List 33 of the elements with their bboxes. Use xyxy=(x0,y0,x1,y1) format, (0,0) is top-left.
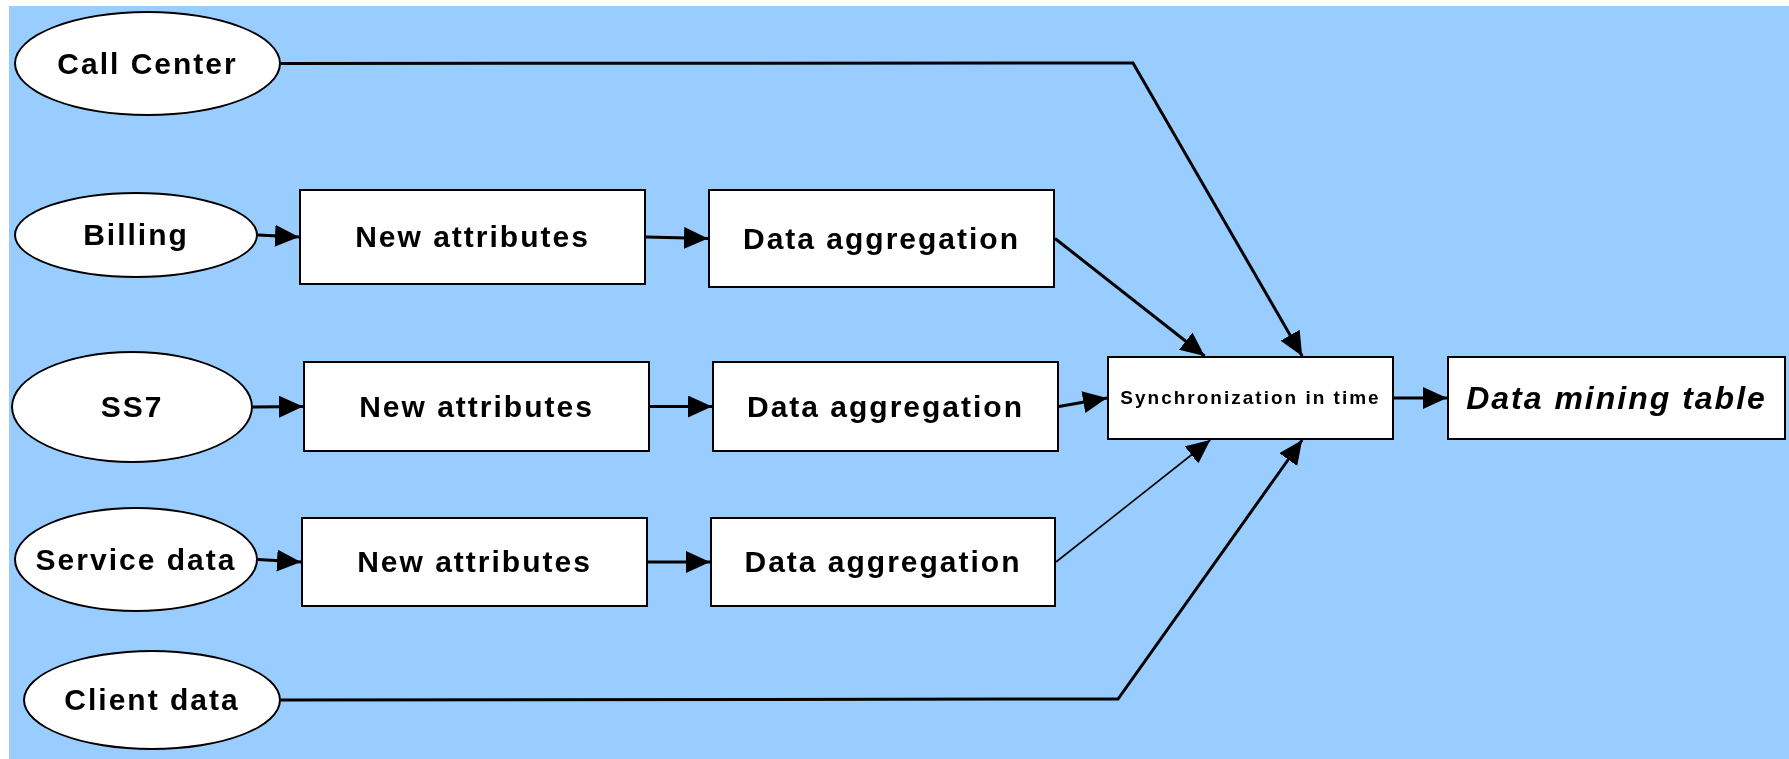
node-label: Client data xyxy=(64,682,240,719)
node-label: Synchronization in time xyxy=(1120,386,1381,410)
process-box xyxy=(712,361,1059,452)
arrow xyxy=(648,551,710,573)
arrow xyxy=(1054,237,1206,358)
process-box xyxy=(708,189,1055,288)
arrow xyxy=(257,549,302,572)
process-box xyxy=(710,517,1056,607)
arrow xyxy=(1394,387,1447,409)
process-box xyxy=(1107,356,1394,440)
output-box xyxy=(1447,356,1786,440)
node-label: New attributes xyxy=(355,219,590,256)
node-label: Call Center xyxy=(57,45,238,82)
node-label: Data aggregation xyxy=(746,388,1024,425)
arrow xyxy=(281,61,1304,357)
node-label: Data aggregation xyxy=(742,220,1020,257)
process-box xyxy=(299,189,646,285)
arrow xyxy=(1055,439,1212,563)
arrow xyxy=(1058,391,1108,413)
node-label: New attributes xyxy=(359,388,594,425)
node-label: New attributes xyxy=(357,544,592,581)
arrow xyxy=(645,226,709,249)
arrow xyxy=(281,439,1304,702)
process-box xyxy=(301,517,648,607)
node-label: Billing xyxy=(83,217,189,254)
process-box xyxy=(303,361,650,452)
node-label: Data mining table xyxy=(1466,379,1767,418)
node-label: SS7 xyxy=(100,389,164,426)
arrow xyxy=(650,395,712,418)
arrow xyxy=(257,224,300,247)
arrow xyxy=(253,395,303,418)
node-label: Service data xyxy=(35,541,237,578)
node-label: Data aggregation xyxy=(744,544,1022,581)
